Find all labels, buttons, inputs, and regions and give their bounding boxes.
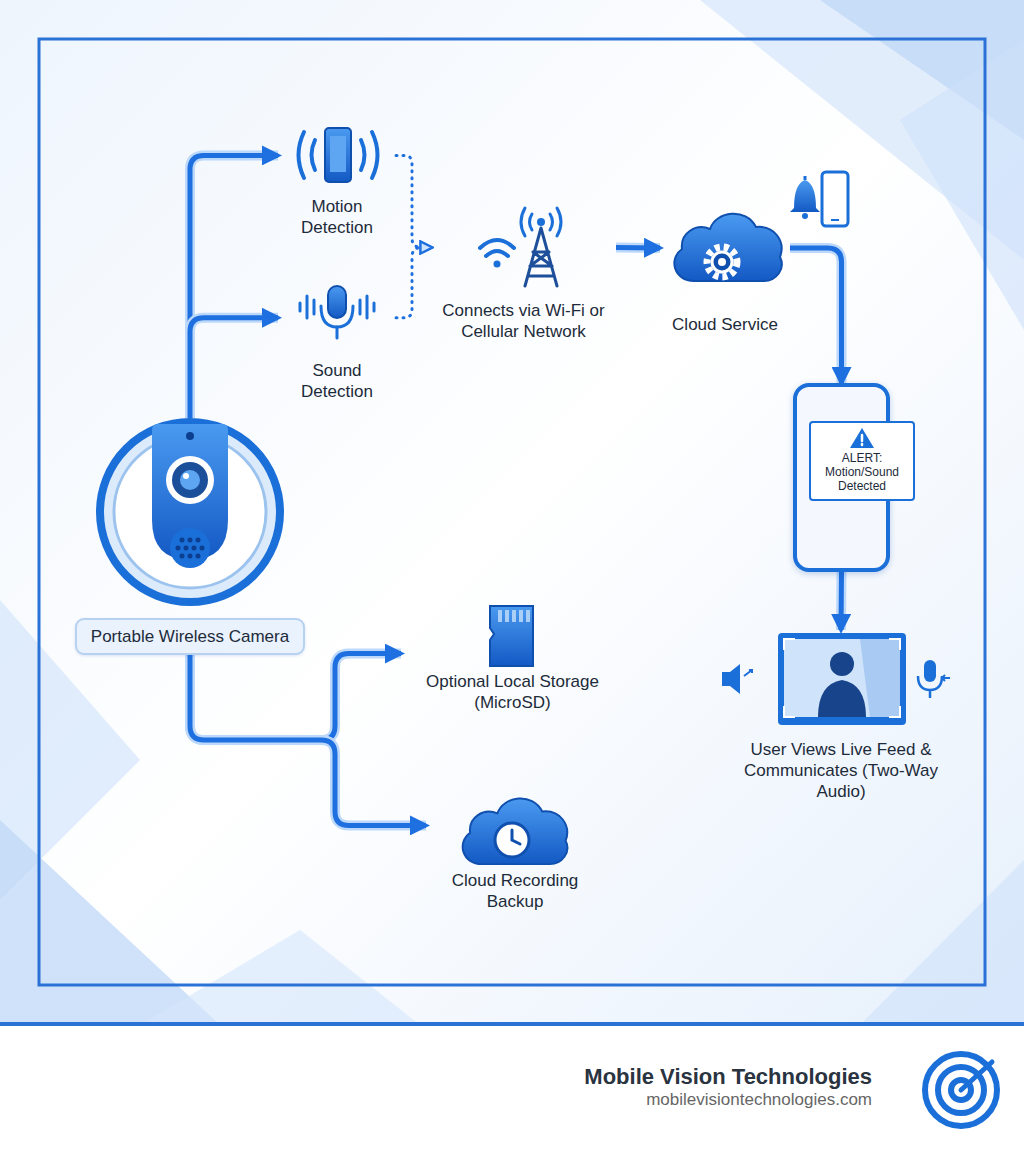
connector <box>190 318 278 418</box>
connector-line <box>190 654 401 740</box>
phone-node: ALERT: Motion/Sound Detected <box>793 383 890 572</box>
connector <box>616 247 660 248</box>
connector-line <box>396 155 431 247</box>
cloud-service-icon <box>674 214 781 281</box>
connector-line <box>190 155 278 418</box>
corner-shape <box>900 40 1024 330</box>
dotted-connector <box>396 247 431 317</box>
dotted-connector <box>396 155 431 247</box>
connector-glow <box>190 155 278 418</box>
camera-node: Portable Wireless Camera <box>65 418 315 655</box>
live-feed-node: User Views Live Feed & Communicates (Two… <box>731 630 951 802</box>
notification-icon <box>790 172 848 226</box>
node-label: User Views Live Feed & Communicates (Two… <box>731 739 951 802</box>
connector-line <box>616 245 660 250</box>
motion-icon <box>299 128 378 182</box>
connector <box>190 654 401 740</box>
camera-illustration <box>100 422 280 602</box>
connector-line <box>190 318 278 418</box>
detection-node: Sound Detection <box>278 285 396 402</box>
warning-icon <box>849 426 875 450</box>
connector-glow <box>190 655 426 825</box>
node-label: Cloud Service <box>672 314 778 335</box>
connector <box>190 155 278 418</box>
microsd-icon <box>490 606 533 666</box>
microphone-icon <box>300 286 374 338</box>
connector-line <box>839 572 845 630</box>
frame <box>39 39 985 985</box>
connector <box>790 248 842 383</box>
node-label: Motion Detection <box>278 196 396 238</box>
logo <box>925 1054 997 1126</box>
connector-line <box>790 248 842 383</box>
backup-node: Cloud Recording Backup <box>426 790 604 912</box>
connector-glow <box>836 572 847 630</box>
company-name: Mobile Vision Technologies <box>584 1064 872 1090</box>
connector-glow <box>790 248 842 383</box>
company-url: mobilevisiontechnologies.com <box>646 1090 872 1110</box>
background-fill <box>0 0 1024 1025</box>
footer-band <box>0 1025 1024 1154</box>
detection-node: Motion Detection <box>278 120 396 238</box>
node-label: Connects via Wi-Fi or Cellular Network <box>431 300 616 342</box>
network-icon <box>480 208 561 286</box>
live-feed-monitor <box>722 633 950 725</box>
cloud-node: Cloud Service <box>660 205 790 335</box>
alert-bubble: ALERT: Motion/Sound Detected <box>809 421 915 501</box>
connector-line <box>190 655 426 825</box>
connector-glow <box>190 654 401 740</box>
connector-line <box>396 247 431 317</box>
storage-node: Optional Local Storage (MicroSD) <box>401 605 624 713</box>
network-node: Connects via Wi-Fi or Cellular Network <box>431 205 616 342</box>
connector-glow <box>616 242 660 252</box>
connector-glow <box>190 318 278 418</box>
footer-rule <box>0 1022 1024 1026</box>
connector <box>190 655 426 825</box>
camera-label: Portable Wireless Camera <box>75 618 305 655</box>
node-label: Optional Local Storage (MicroSD) <box>401 671 624 713</box>
connector <box>841 572 843 630</box>
node-label: Sound Detection <box>278 360 396 402</box>
corner-shape <box>140 930 420 1025</box>
backup-cloud-icon <box>463 798 568 864</box>
node-label: Cloud Recording Backup <box>426 870 604 912</box>
corner-shape <box>0 820 220 1025</box>
corner-shape <box>860 860 1024 1025</box>
